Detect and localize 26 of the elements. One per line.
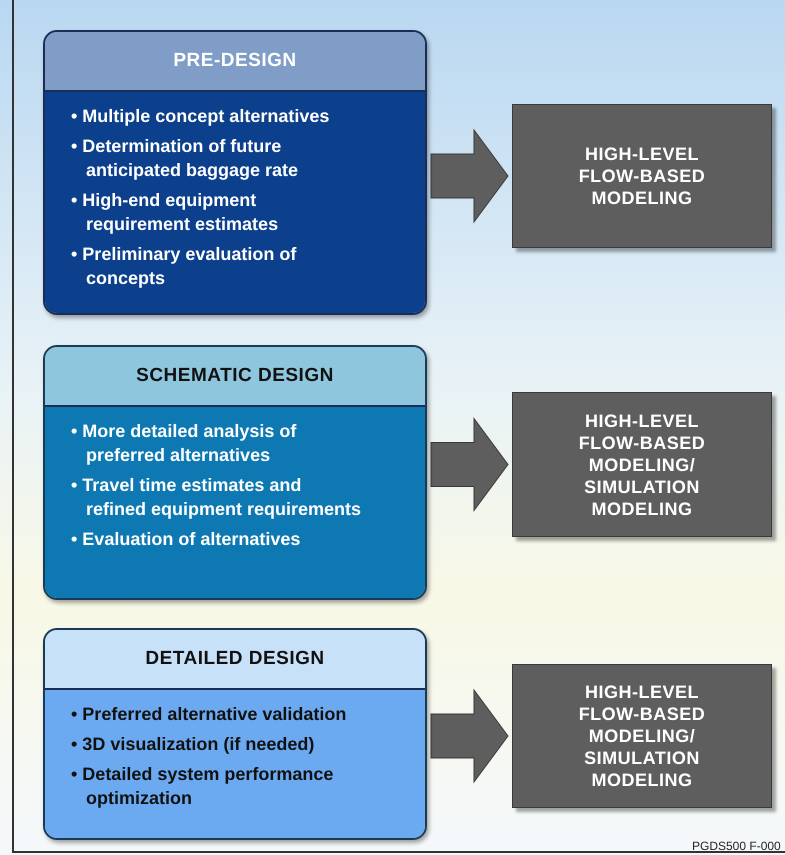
bullet-item: • 3D visualization (if needed)	[71, 733, 316, 756]
block-arrow	[430, 128, 509, 224]
phase-card	[43, 30, 427, 315]
result-text: HIGH-LEVEL FLOW-BASED MODELING/ SIMULATION MODELING	[578, 681, 706, 791]
bullet-item: • Detailed system performance optimization	[71, 763, 334, 810]
bullet-item: • Preliminary evaluation of concepts	[71, 243, 298, 290]
result-box	[512, 664, 772, 808]
bullet-item: • High-end equipment requirement estimates	[71, 189, 280, 236]
result-text: HIGH-LEVEL FLOW-BASED MODELING	[578, 143, 706, 209]
bullet-item: • More detailed analysis of preferred alternatives	[71, 420, 298, 467]
phase-title: PRE-DESIGN	[173, 48, 297, 73]
bullet-item: • Preferred alternative validation	[71, 703, 348, 726]
phase-title: SCHEMATIC DESIGN	[136, 364, 334, 388]
bullet-item: • Travel time estimates and refined equipment requirements	[71, 474, 362, 521]
result-box	[512, 392, 772, 537]
result-text: HIGH-LEVEL FLOW-BASED MODELING/ SIMULATION MODELING	[578, 410, 706, 520]
phase-card	[43, 345, 427, 600]
phase-card	[43, 628, 427, 840]
bullet-item: • Determination of future anticipated baggage rate	[71, 135, 300, 182]
phase-title: DETAILED DESIGN	[145, 646, 325, 671]
bullet-item: • Evaluation of alternatives	[71, 528, 302, 551]
figure-code: PGDS500 F-000	[692, 838, 781, 855]
block-arrow	[430, 416, 509, 512]
block-arrow	[430, 688, 509, 784]
bullet-item: • Multiple concept alternatives	[71, 105, 330, 128]
result-box	[512, 104, 772, 248]
